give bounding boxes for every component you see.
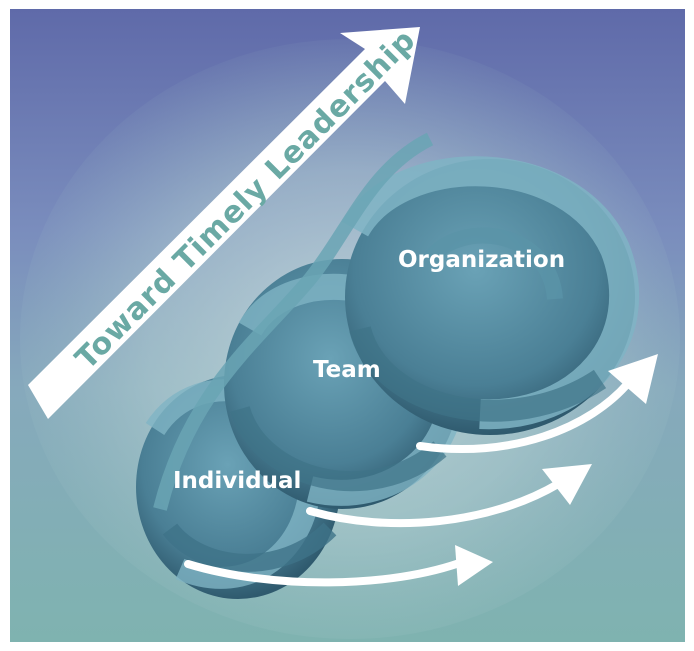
sphere-organization [341, 156, 640, 435]
connecting-ribbon [153, 132, 434, 511]
level-label-organization: Organization [398, 247, 565, 273]
level-label-team: Team [313, 357, 381, 383]
leadership-diagram: Toward Timely Leadership Individual Team… [10, 9, 685, 642]
diagram-canvas: Toward Timely Leadership Individual Team… [20, 23, 680, 639]
level-label-individual: Individual [173, 468, 301, 494]
arrow-organization [416, 354, 658, 453]
arrow-individual [184, 545, 493, 587]
arrow-team [306, 464, 592, 528]
